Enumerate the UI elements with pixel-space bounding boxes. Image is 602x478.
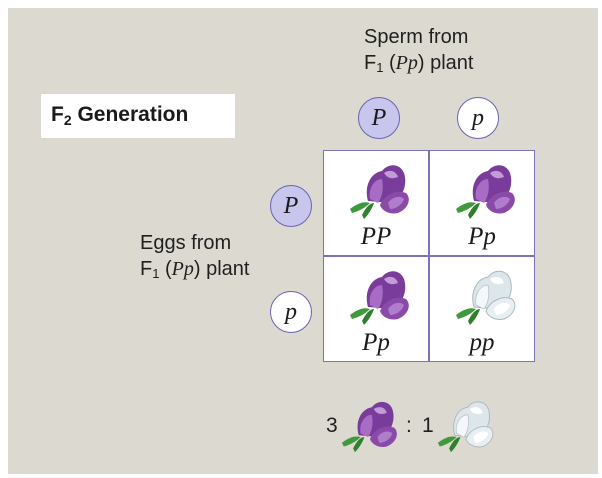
egg-allele-dominant: P — [270, 185, 312, 227]
punnett-cell: Pp — [430, 151, 534, 255]
diagram-canvas: F2 Generation Sperm from F1 (Pp) plant E… — [8, 8, 598, 474]
punnett-cell: Pp — [324, 257, 428, 361]
ratio-separator: : — [406, 414, 412, 437]
ratio-recessive-count: 1 — [422, 414, 434, 437]
white-flower-icon — [437, 401, 494, 453]
punnett-cell: PP — [324, 151, 428, 255]
egg-allele-recessive: p — [270, 291, 312, 333]
white-flower-icon — [455, 270, 516, 326]
punnett-square: PP Pp Pp pp — [323, 150, 535, 362]
sperm-label-line2: F1 (Pp) plant — [364, 52, 474, 75]
sperm-label: Sperm from F1 (Pp) plant — [364, 24, 473, 81]
genotype-label: Pp — [468, 223, 496, 250]
title-box: F2 Generation — [41, 94, 235, 138]
purple-flower-icon — [456, 165, 515, 219]
purple-flower-icon — [350, 165, 409, 219]
purple-flower-icon — [350, 271, 409, 325]
purple-flower-icon — [341, 401, 397, 453]
genotype-label: pp — [469, 329, 495, 356]
ratio-dominant-count: 3 — [326, 414, 338, 437]
eggs-label: Eggs from F1 (Pp) plant — [140, 230, 249, 287]
genotype-label: PP — [360, 223, 392, 250]
eggs-label-line1: Eggs from — [140, 232, 232, 254]
genotype-label: Pp — [362, 329, 390, 356]
grid-divider-horizontal — [324, 255, 534, 257]
eggs-label-line2: F1 (Pp) plant — [140, 258, 250, 281]
sperm-allele-dominant: P — [358, 97, 400, 139]
page-title: F2 Generation — [51, 103, 189, 128]
sperm-label-line1: Sperm from — [364, 26, 469, 48]
punnett-cell: pp — [430, 257, 534, 361]
sperm-allele-recessive: p — [457, 97, 499, 139]
